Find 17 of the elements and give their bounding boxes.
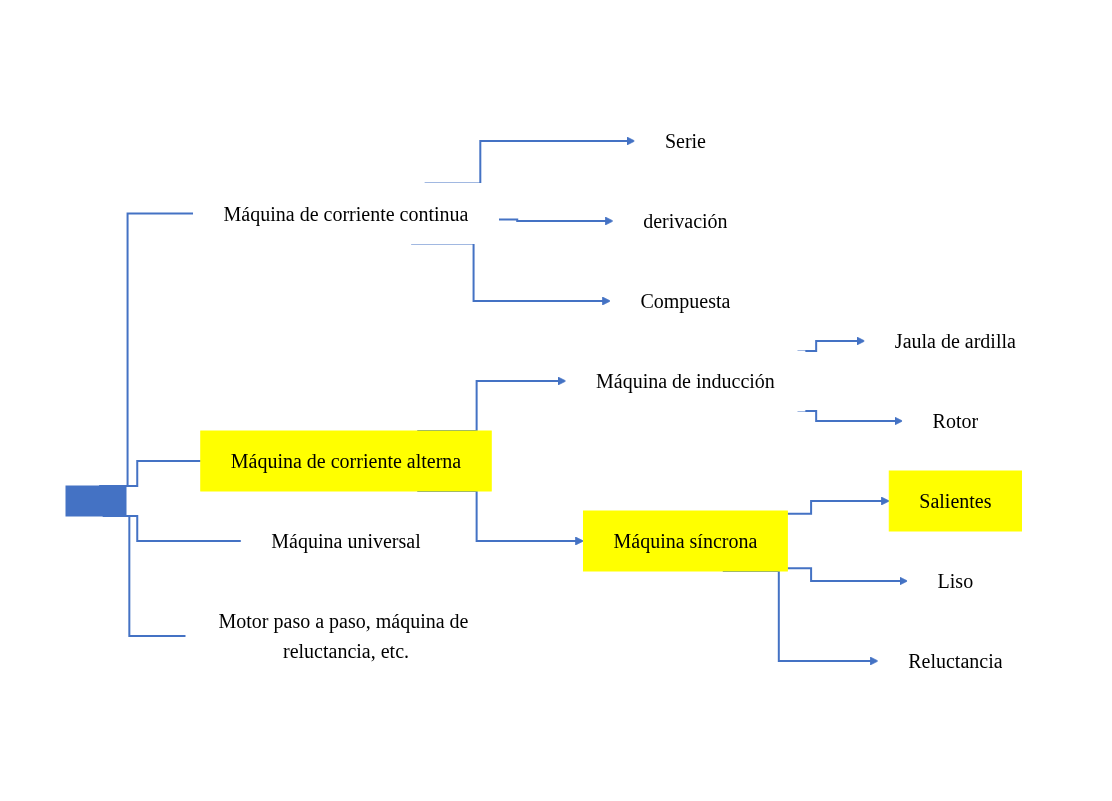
node-text: Rotor: [932, 409, 979, 432]
arrow: [786, 566, 909, 585]
node-text: Reluctancia: [908, 649, 1003, 672]
node-text: derivación: [643, 209, 728, 232]
node-box: Máquina de corriente alterna: [200, 430, 492, 491]
node-text: Liso: [937, 569, 974, 592]
node-text: Máquina universal: [271, 529, 421, 552]
arrow: [497, 216, 614, 225]
node-text: Serie: [664, 129, 707, 152]
node-text: Motor paso a paso, máquina de reluctancia, etc.: [218, 609, 469, 662]
node-box: Salientes: [888, 470, 1023, 531]
node-text: Máquina de inducción: [596, 369, 775, 392]
arrow: [786, 496, 890, 515]
node-text: Jaula de ardilla: [894, 329, 1016, 352]
node-bar: [65, 485, 127, 516]
node-text: Compuesta: [640, 289, 731, 312]
node-box: Máquina síncrona: [583, 510, 788, 571]
